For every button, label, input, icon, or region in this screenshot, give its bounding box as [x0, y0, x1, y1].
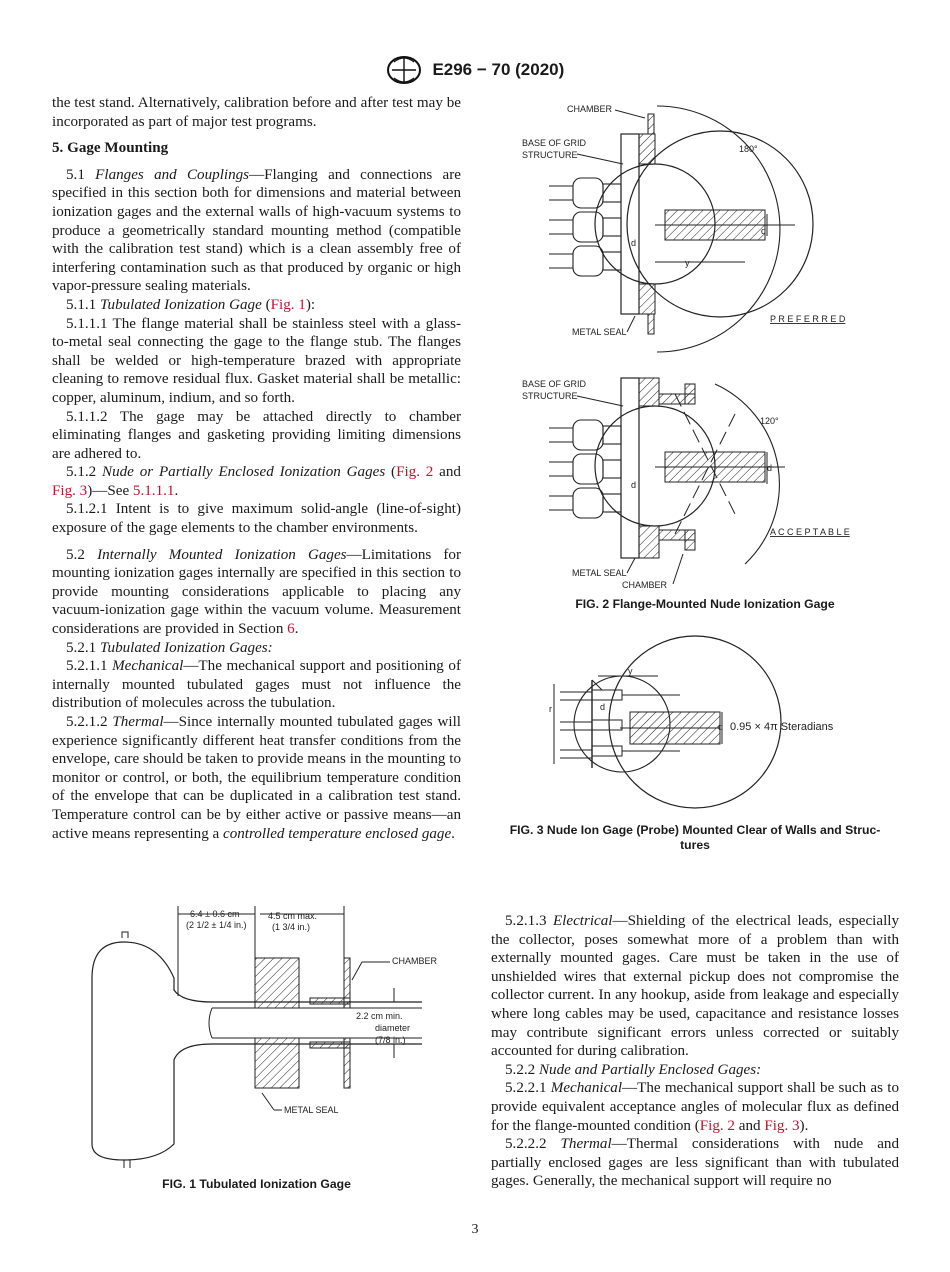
fig1-dim1b-label: (2 1/2 ± 1/4 in.)	[186, 920, 246, 930]
section-5-1-1-1-link[interactable]: 5.1.1.1	[132, 482, 175, 499]
paragraph-5-2-1-1: 5.2.1.1 Mechanical—The mechanical suppor…	[52, 658, 461, 712]
fig1-dim3-label: 2.2 cm min.	[356, 1011, 403, 1021]
page-header: E296 − 70 (2020)	[0, 56, 950, 84]
fig3-solid-angle-label: 0.95 × 4π Steradians	[730, 721, 834, 733]
paragraph-5-2-2-1: 5.2.2.1 Mechanical—The mechanical suppor…	[491, 1080, 899, 1134]
fig2-caption: FIG. 2 Flange-Mounted Nude Ionization Ga…	[575, 597, 835, 611]
standard-code: E296 − 70 (2020)	[432, 60, 565, 79]
section-heading: 5. Gage Mounting	[52, 140, 169, 157]
fig2-base-label-1: BASE OF GRID	[522, 138, 587, 148]
paragraph-5-1: 5.1 Flanges and Couplings—Flanging and c…	[52, 166, 461, 295]
paragraph-5-1-2-1: 5.1.2.1 Intent is to give maximum solid-…	[52, 501, 461, 537]
fig1-dim2b-label: (1 3/4 in.)	[272, 922, 310, 932]
fig2-base-label-2: STRUCTURE	[522, 150, 578, 160]
fig2-d-label-bottom-2: d	[767, 463, 772, 473]
astm-logo-icon	[386, 56, 421, 84]
fig2-diagram: CHAMBER BASE OF GRID STRUCTURE 180°	[522, 104, 850, 590]
fig2-acceptable-diagram: BASE OF GRID STRUCTURE 120°	[522, 377, 850, 590]
section-6-link[interactable]: 6	[287, 621, 295, 638]
fig1-link[interactable]: Fig. 1	[270, 296, 306, 313]
continuation-paragraph: the test stand. Alternatively, calibrati…	[52, 95, 461, 130]
paragraph-5-2: 5.2 Internally Mounted Ionization Gages—…	[52, 546, 462, 638]
fig2-chamber-label-bottom: CHAMBER	[622, 580, 668, 590]
fig3-r-label: r	[549, 704, 552, 714]
fig1-dim3c-label: (7/8 in.)	[375, 1035, 406, 1045]
paragraph-5-2-1: 5.2.1 Tubulated Ionization Gages:	[66, 639, 273, 656]
paragraph-5-2-1-2: 5.2.1.2 Thermal—Since internally mounted…	[52, 714, 461, 842]
fig1-diagram: 6.4 ± 0.6 cm (2 1/2 ± 1/4 in.) 4.5 cm ma…	[91, 906, 438, 1168]
paragraph-5-1-1-1: 5.1.1.1 The flange material shall be sta…	[52, 315, 461, 406]
fig2-link-2[interactable]: Fig. 2	[699, 1117, 735, 1134]
fig1-metal-seal-label: METAL SEAL	[284, 1105, 339, 1115]
fig3-caption: FIG. 3 Nude Ion Gage (Probe) Mounted Cle…	[509, 823, 881, 852]
page-number: 3	[471, 1222, 479, 1237]
paragraph-5-1-2: 5.1.2 Nude or Partially Enclosed Ionizat…	[52, 464, 461, 499]
fig2-angle-180: 180°	[739, 144, 758, 154]
fig2-link[interactable]: Fig. 2	[396, 464, 434, 481]
fig2-base-label-1b: BASE OF GRID	[522, 379, 587, 389]
paragraph-5-2-2: 5.2.2 Nude and Partially Enclosed Gages:	[505, 1061, 762, 1078]
fig2-d-label-top: d	[631, 238, 636, 248]
paragraph-5-2-1-3: 5.2.1.3 Electrical—Shielding of the elec…	[491, 913, 900, 1060]
fig1-dim2-label: 4.5 cm max.	[268, 911, 317, 921]
paragraph-5-1-1-2: 5.1.1.2 The gage may be attached directl…	[52, 408, 461, 462]
right-column: 5.2.1.3 Electrical—Shielding of the elec…	[491, 912, 899, 1191]
fig2-chamber-label-top: CHAMBER	[567, 104, 613, 114]
fig2-d-label-bottom: d	[631, 480, 636, 490]
fig3-y-label: y	[628, 666, 633, 676]
fig3-d-label-right: d	[718, 722, 723, 732]
paragraph-5-2-2-2: 5.2.2.2 Thermal—Thermal considerations w…	[491, 1136, 900, 1190]
fig1-dim3b-label: diameter	[375, 1023, 410, 1033]
fig2-d-label-top-2: d	[761, 226, 766, 236]
fig1-chamber-label: CHAMBER	[392, 956, 438, 966]
fig2-preferred-label: P R E F E R R E D	[770, 314, 846, 324]
paragraph-5-1-1: 5.1.1 Tubulated Ionization Gage (Fig. 1)…	[66, 296, 316, 313]
fig3-diagram: y r d d 0.95 × 4π Steradians	[549, 635, 834, 809]
fig1-dim1-label: 6.4 ± 0.6 cm	[190, 909, 239, 919]
fig2-preferred-diagram: CHAMBER BASE OF GRID STRUCTURE 180°	[522, 104, 846, 353]
fig2-metal-seal-label-top: METAL SEAL	[572, 327, 627, 337]
fig2-angle-120: 120°	[760, 416, 779, 426]
fig3-d-label-left: d	[600, 702, 605, 712]
fig3-link[interactable]: Fig. 3	[52, 482, 88, 499]
fig1-caption: FIG. 1 Tubulated Ionization Gage	[162, 1177, 351, 1191]
fig2-metal-seal-label-bottom: METAL SEAL	[572, 568, 627, 578]
fig3-link-2[interactable]: Fig. 3	[764, 1117, 800, 1134]
left-column: the test stand. Alternatively, calibrati…	[52, 94, 461, 843]
fig2-acceptable-label: A C C E P T A B L E	[770, 527, 850, 537]
fig2-y-label: y	[685, 258, 690, 268]
fig2-base-label-2b: STRUCTURE	[522, 391, 578, 401]
